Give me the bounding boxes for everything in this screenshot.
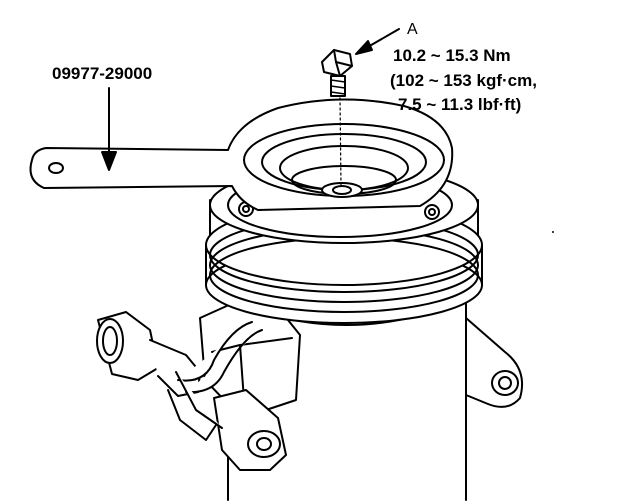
- holder-tool-09977-29000: [29, 98, 454, 211]
- left-mounting-boss: [213, 389, 287, 471]
- bolt-alignment-line: [339, 97, 342, 187]
- torque-spec-lbfft: 7.5 ~ 11.3 lbf·ft): [398, 95, 522, 114]
- torque-spec-kgfcm: (102 ~ 153 kgf·cm,: [390, 71, 537, 90]
- clutch-connector: [96, 311, 263, 441]
- bolt-a: [321, 49, 353, 97]
- tool-label-arrow: [101, 87, 117, 171]
- callout-a-arrow: [355, 28, 400, 55]
- callout-a-label: A: [407, 21, 418, 38]
- right-mounting-boss: [465, 317, 524, 408]
- torque-spec-nm: 10.2 ~ 15.3 Nm: [393, 46, 511, 65]
- tool-number-label: 09977-29000: [52, 64, 153, 83]
